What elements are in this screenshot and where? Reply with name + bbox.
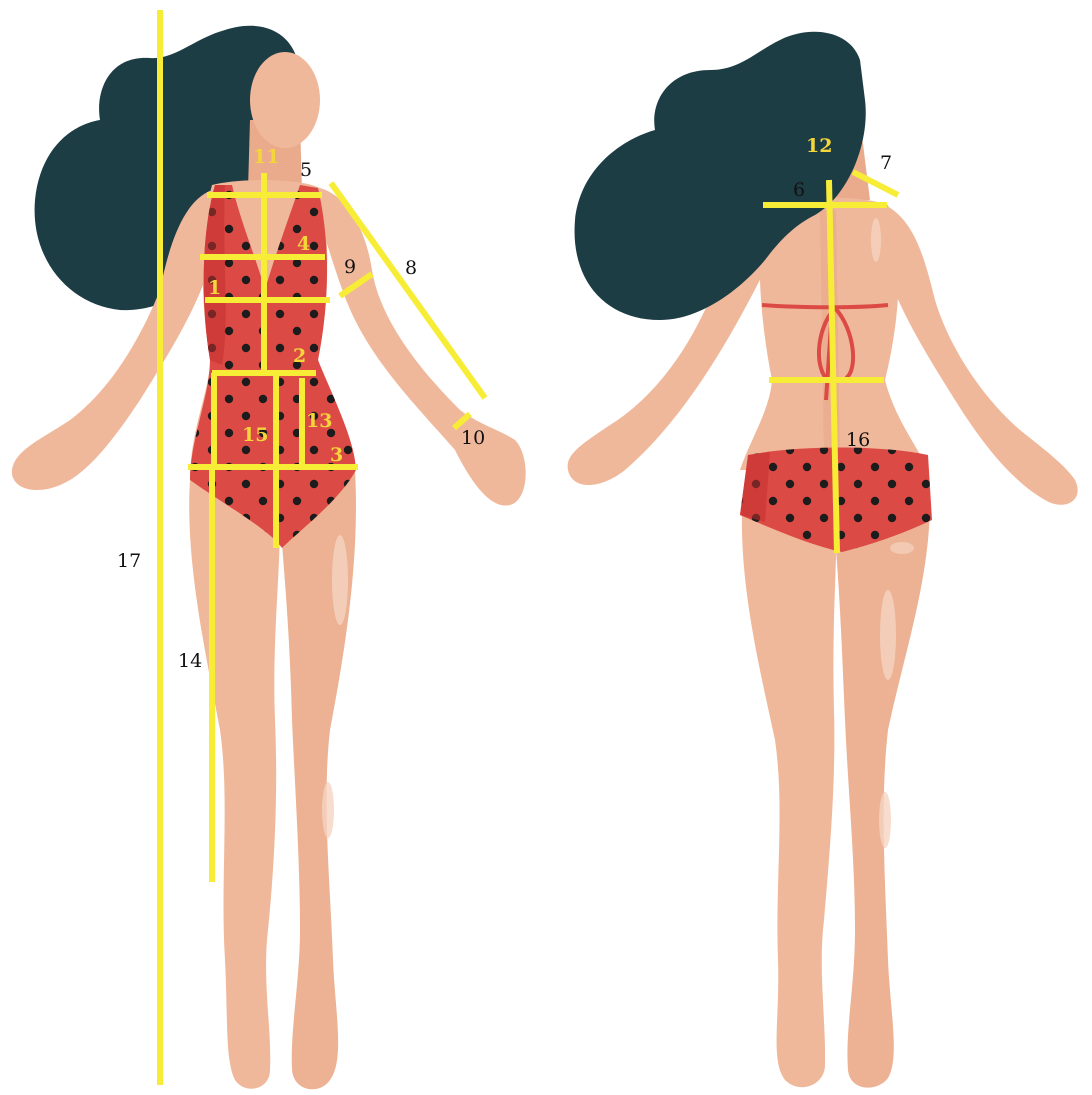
label-9: 9 [344,256,356,278]
front-left-leg [189,480,280,1089]
label-15: 15 [242,424,268,446]
label-6: 6 [793,179,805,201]
label-10: 10 [461,427,485,449]
label-11: 11 [253,146,279,168]
label-14: 14 [178,650,202,672]
back-shoulder-highlight [871,218,881,262]
back-bikini-strap [762,305,888,307]
label-4: 4 [297,233,310,255]
front-figure [12,26,526,1090]
label-12: 12 [806,135,832,157]
back-figure [568,32,1078,1088]
label-13: 13 [306,410,332,432]
front-head [250,52,320,148]
back-leg-highlight [880,590,896,680]
label-1: 1 [208,277,221,299]
back-bikini-highlight [890,542,914,554]
label-2: 2 [293,345,306,367]
label-7: 7 [880,152,892,174]
label-16: 16 [846,429,870,451]
label-17: 17 [117,550,141,572]
label-8: 8 [405,257,417,279]
label-5: 5 [300,159,312,181]
front-leg-highlight [332,535,348,625]
back-leg-highlight-2 [879,792,891,848]
front-leg-highlight-2 [322,782,334,838]
label-3: 3 [330,444,343,466]
back-left-leg [742,510,836,1087]
